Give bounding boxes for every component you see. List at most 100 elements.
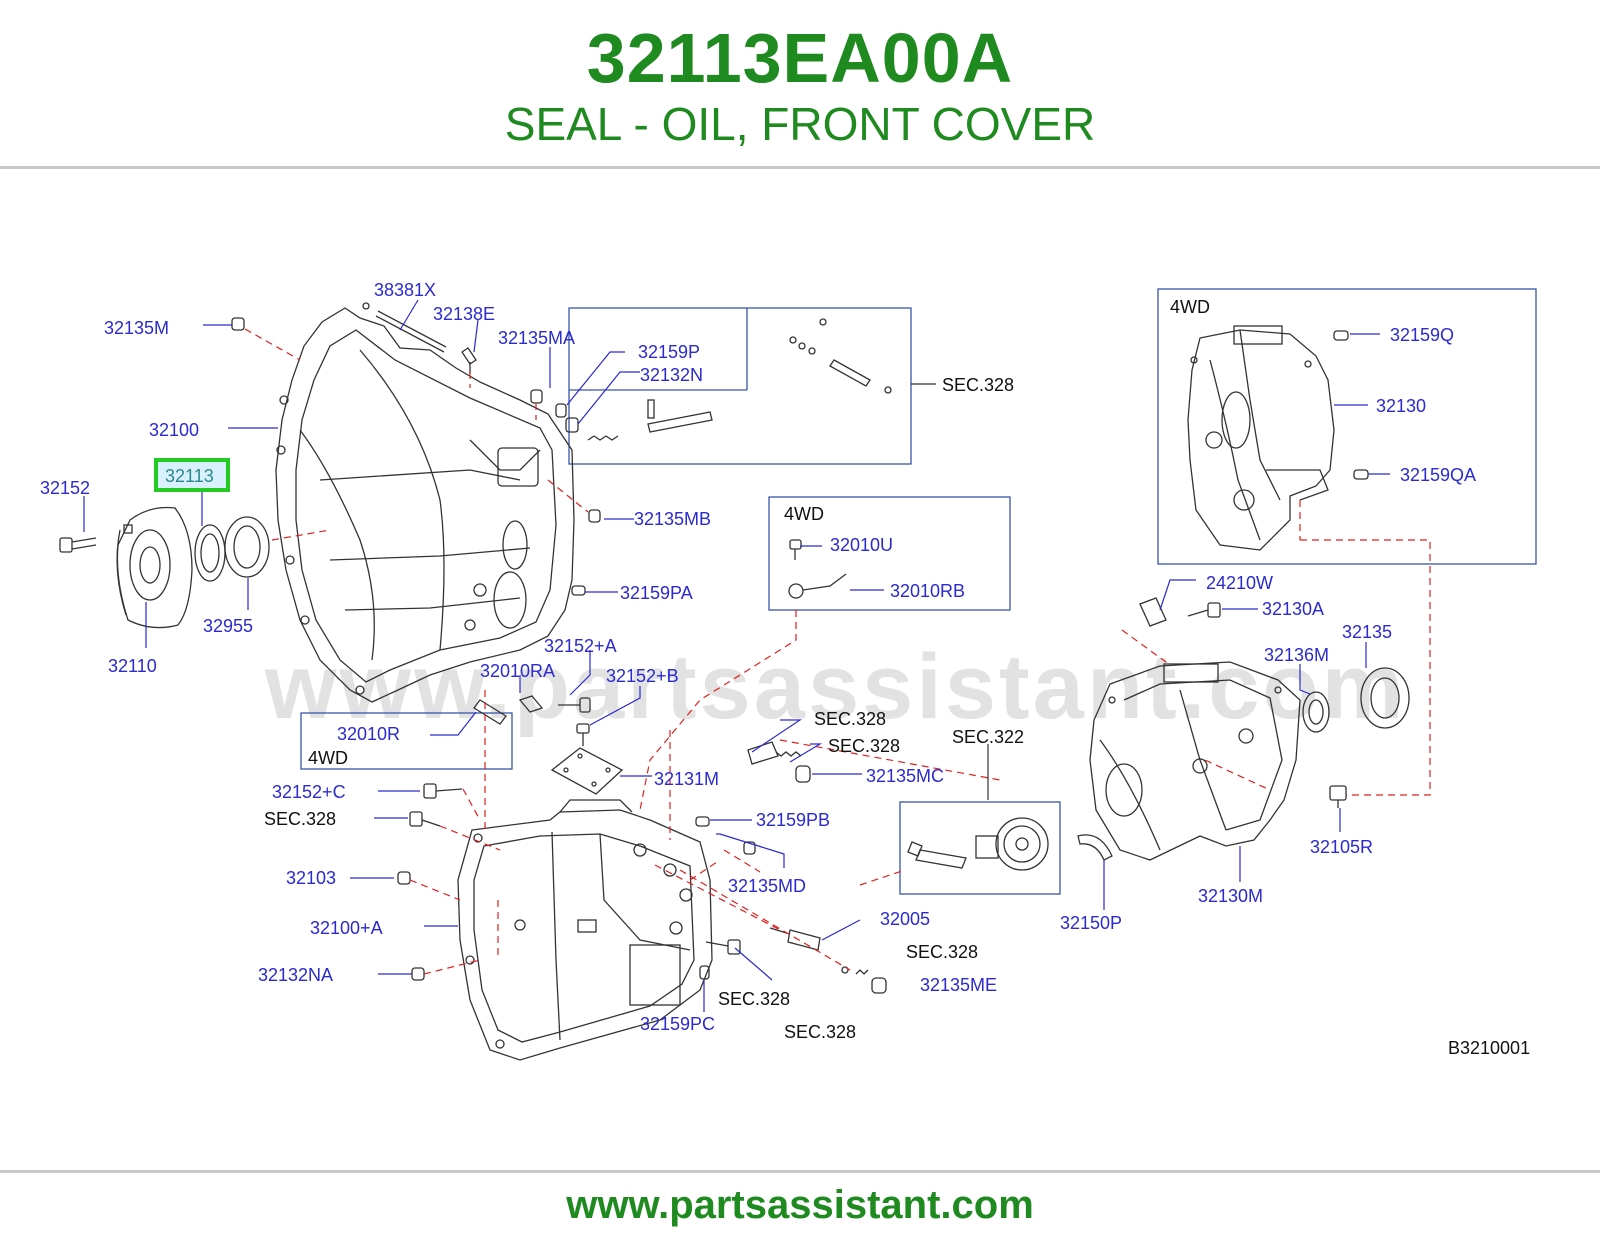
box-4wd-sensor (768, 496, 1011, 611)
callout-32010ra[interactable]: 32010RA (480, 661, 555, 681)
cover-plate-32131m (550, 747, 624, 795)
sec-ref-328-top[interactable]: SEC.328 (942, 375, 1014, 395)
box-4wd-bracket (300, 712, 513, 770)
callout-32005[interactable]: 32005 (880, 909, 930, 929)
callout-32955[interactable]: 32955 (203, 616, 253, 636)
callout-32010rb[interactable]: 32010RB (890, 581, 965, 601)
callout-leader-lines (83, 299, 1390, 1012)
adapter-housing-32130 (1187, 325, 1335, 551)
plug-32135me (841, 966, 887, 994)
box-4wd-adapter (1157, 288, 1537, 565)
callout-32135ma[interactable]: 32135MA (498, 328, 575, 348)
callout-32105r[interactable]: 32105R (1310, 837, 1373, 857)
pin-32159q (1333, 330, 1349, 341)
part-number-title: 32113EA00A (586, 19, 1014, 97)
sec-ref-328-c[interactable]: SEC.328 (906, 942, 978, 962)
box-label-4wd-bracket: 4WD (308, 748, 348, 768)
callout-32110[interactable]: 32110 (108, 656, 157, 676)
callout-32159pc[interactable]: 32159PC (640, 1014, 715, 1034)
switch-32005 (769, 927, 821, 951)
callout-32010u[interactable]: 32010U (830, 535, 893, 555)
bolt-sec328-lower (705, 939, 741, 955)
callout-32100[interactable]: 32100 (149, 420, 199, 440)
plug-32135md (743, 841, 756, 855)
sec328-switch-parts (409, 741, 811, 827)
callout-32130a[interactable]: 32130A (1262, 599, 1324, 619)
callout-32152-a[interactable]: 32152+A (544, 636, 617, 656)
callout-32010r[interactable]: 32010R (337, 724, 400, 744)
sec-ref-328-b[interactable]: SEC.328 (828, 736, 900, 756)
plug-32135mb (588, 509, 601, 523)
callout-32159q[interactable]: 32159Q (1390, 325, 1454, 345)
sec-ref-328-e[interactable]: SEC.328 (784, 1022, 856, 1042)
front-cover-32110 (116, 506, 193, 629)
footer-divider (0, 1170, 1600, 1173)
sec328-box (568, 307, 912, 465)
callout-32138e[interactable]: 32138E (433, 304, 495, 324)
callout-labels: 38381X 32138E 32135M 32135MA 32159P 3213… (40, 280, 1476, 1034)
oil-seal-32113 (194, 524, 226, 582)
pin-32159pb (695, 816, 710, 827)
callout-32136m[interactable]: 32136M (1264, 645, 1329, 665)
box-label-4wd-sensor: 4WD (784, 504, 824, 524)
callout-32131m[interactable]: 32131M (654, 769, 719, 789)
gear-sec322 (907, 817, 1049, 871)
clutch-housing-drawing (275, 307, 575, 703)
bracket-32010ra-32010r (473, 695, 544, 725)
diagram-code: B3210001 (1448, 1038, 1530, 1058)
pin-32159p (555, 403, 567, 418)
plug-32135m (231, 317, 245, 331)
callout-32152-c[interactable]: 32152+C (272, 782, 346, 802)
callout-32159p[interactable]: 32159P (638, 342, 700, 362)
watermark-text: www.partsassistant.com (264, 636, 1406, 738)
assembly-dashed-lines (244, 328, 1431, 975)
callout-32132na[interactable]: 32132NA (258, 965, 333, 985)
sec-ref-328-a[interactable]: SEC.328 (814, 709, 886, 729)
callout-32150p[interactable]: 32150P (1060, 913, 1122, 933)
footer-url[interactable]: www.partsassistant.com (566, 1183, 1034, 1227)
callout-32100-a[interactable]: 32100+A (310, 918, 383, 938)
sec-ref-322[interactable]: SEC.322 (952, 727, 1024, 747)
callout-32135mb[interactable]: 32135MB (634, 509, 711, 529)
callout-32113-highlighted[interactable]: 32113 (165, 466, 214, 486)
highlight-box-32113 (154, 458, 230, 492)
callout-32135mc[interactable]: 32135MC (866, 766, 944, 786)
pin-32159qa (1353, 469, 1369, 480)
bolt-32105r (1329, 785, 1347, 808)
pin-32159pc (699, 965, 710, 980)
spring-32132n (587, 435, 619, 441)
callout-32103[interactable]: 32103 (286, 868, 336, 888)
callout-38381x[interactable]: 38381X (374, 280, 436, 300)
box-label-4wd-adapter: 4WD (1170, 297, 1210, 317)
bearing-32955 (224, 516, 270, 578)
callout-32159pa[interactable]: 32159PA (620, 583, 693, 603)
callout-32135m[interactable]: 32135M (104, 318, 169, 338)
callout-32159pb[interactable]: 32159PB (756, 810, 830, 830)
shim-32150p (1077, 834, 1113, 861)
sec322-box (899, 801, 1061, 895)
callout-32135md[interactable]: 32135MD (728, 876, 806, 896)
callout-32132n[interactable]: 32132N (640, 365, 703, 385)
callout-32135me[interactable]: 32135ME (920, 975, 997, 995)
bolt-32152 (59, 537, 97, 553)
plug-32103 (397, 871, 411, 885)
extension-housing-32130m (1089, 661, 1301, 861)
plug-32132n (565, 417, 579, 433)
callout-32130[interactable]: 32130 (1376, 396, 1426, 416)
sec-ref-328-d[interactable]: SEC.328 (718, 989, 790, 1009)
seal-32136m (1302, 691, 1330, 733)
callout-32130m[interactable]: 32130M (1198, 886, 1263, 906)
callout-32159qa[interactable]: 32159QA (1400, 465, 1476, 485)
part-description: SEAL - OIL, FRONT COVER (504, 98, 1096, 150)
sec-ref-328-left[interactable]: SEC.328 (264, 809, 336, 829)
callout-24210w[interactable]: 24210W (1206, 573, 1273, 593)
sensor-32010u-32010rb (788, 539, 847, 599)
plug-32135ma (530, 389, 543, 404)
callout-32135[interactable]: 32135 (1342, 622, 1392, 642)
callout-32152-b[interactable]: 32152+B (606, 666, 679, 686)
pin-32159pa (571, 585, 586, 596)
bolts-32152-a-b-c (423, 697, 591, 799)
callout-32152[interactable]: 32152 (40, 478, 90, 498)
plug-32132na (411, 967, 425, 981)
